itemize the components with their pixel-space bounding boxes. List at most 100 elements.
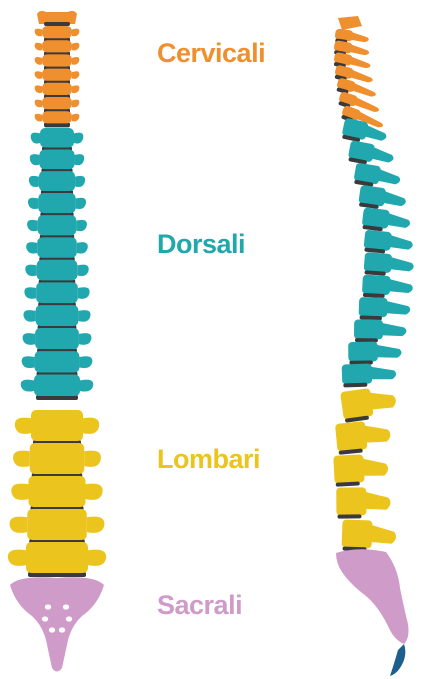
cervical-vertebra-front [35, 111, 80, 127]
intervertebral-disc [44, 22, 70, 26]
vertebral-body [42, 111, 72, 123]
transverse-process-left [26, 242, 37, 253]
vertebral-body [348, 342, 378, 362]
transverse-process-left [25, 265, 36, 277]
lumbar-vertebra-side [335, 419, 392, 455]
vertebral-body [342, 363, 373, 384]
transverse-process-right [72, 100, 79, 108]
cervical-vertebra-front [35, 83, 80, 99]
transverse-process-right [72, 71, 79, 79]
vertebral-body [364, 230, 392, 251]
vertebral-body [36, 305, 79, 326]
transverse-process-right [79, 333, 92, 345]
vertebral-body [42, 26, 72, 38]
label-lumbar: Lombari [157, 444, 260, 475]
transverse-process-right [72, 85, 79, 93]
transverse-process-left [29, 176, 39, 187]
lumbar-vertebra-front [13, 443, 101, 478]
transverse-process-left [35, 29, 42, 37]
transverse-process-right [78, 310, 90, 322]
vertebral-body [27, 509, 87, 540]
transverse-process-left [15, 418, 31, 434]
transverse-process-right [77, 265, 88, 277]
vertebral-body [42, 54, 72, 66]
intervertebral-disc [337, 514, 361, 518]
vertebral-body [34, 375, 80, 397]
spine-side-view [333, 16, 415, 676]
transverse-process-right [75, 154, 85, 165]
intervertebral-disc [360, 315, 382, 320]
transverse-process-right [86, 484, 103, 500]
vertebral-body [29, 476, 86, 507]
lumbar-vertebra-front [11, 476, 102, 511]
transverse-process-left [23, 333, 36, 345]
thoracic-vertebra-side [363, 252, 414, 278]
transverse-process-left [35, 43, 42, 51]
transverse-process-left [13, 451, 30, 467]
cervical-vertebra-front [35, 40, 80, 56]
sacrum-side [336, 549, 409, 644]
label-sacral: Sacrali [157, 590, 242, 621]
transverse-process-left [24, 287, 36, 299]
transverse-process-right [84, 451, 101, 467]
sacral-foramen [63, 604, 69, 609]
vertebral-body [37, 237, 76, 257]
lumbar-vertebra-side [340, 385, 398, 423]
transverse-process-right [72, 29, 79, 37]
lumbar-vertebra-front [10, 509, 105, 544]
cervical-vertebra-front [35, 54, 80, 70]
transverse-process-right [78, 287, 90, 299]
transverse-process-right [74, 133, 83, 144]
transverse-process-left [10, 517, 28, 533]
transverse-process-left [8, 550, 26, 566]
sacral-foramen [59, 627, 65, 632]
thoracic-vertebra-front [22, 351, 93, 376]
transverse-process-left [11, 484, 28, 500]
transverse-process-right [72, 43, 79, 51]
transverse-process-left [27, 220, 38, 231]
vertebral-body [354, 319, 383, 339]
spine-front-view [8, 11, 106, 672]
transverse-process-right [75, 176, 85, 187]
thoracic-vertebra-side [348, 341, 401, 364]
transverse-process-left [35, 100, 42, 108]
thoracic-vertebra-front [30, 150, 84, 174]
transverse-process-left [35, 114, 42, 122]
vertebral-body [36, 282, 78, 303]
vertebral-body [38, 193, 75, 213]
thoracic-vertebra-front [29, 171, 85, 195]
sacrum-front [10, 577, 104, 671]
cervical-vertebra-front [35, 26, 80, 42]
thoracic-vertebra-side [354, 319, 406, 342]
lumbar-vertebra-front [8, 542, 106, 577]
vertebral-body [42, 97, 72, 109]
thoracic-vertebra-front [23, 305, 90, 330]
vertebral-body [30, 443, 85, 474]
thoracic-vertebra-side [353, 162, 402, 191]
vertebral-body [336, 487, 366, 515]
transverse-process-left [35, 71, 42, 79]
thoracic-vertebra-side [342, 363, 397, 388]
sacral-foramen [49, 627, 55, 632]
thoracic-vertebra-front [23, 328, 92, 353]
lumbar-vertebra-side [341, 519, 396, 552]
transverse-process-right [87, 517, 105, 533]
transverse-process-left [22, 356, 35, 368]
thoracic-vertebra-front [28, 193, 86, 217]
transverse-process-right [72, 57, 79, 65]
transverse-process-right [72, 114, 79, 122]
transverse-process-right [76, 220, 87, 231]
vertebral-body [26, 542, 88, 573]
vertebral-body [39, 171, 75, 191]
vertebral-body [42, 83, 72, 95]
sacral-foramen [66, 616, 72, 621]
thoracic-vertebra-side [347, 140, 395, 169]
transverse-process-right [77, 242, 88, 253]
thoracic-vertebra-front [27, 215, 87, 239]
vertebral-body [35, 351, 80, 372]
vertebral-body [40, 128, 74, 148]
vertebral-body [38, 215, 76, 235]
lumbar-vertebra-side [333, 453, 389, 487]
thoracic-vertebra-front [26, 237, 88, 261]
vertebral-body [39, 150, 74, 170]
